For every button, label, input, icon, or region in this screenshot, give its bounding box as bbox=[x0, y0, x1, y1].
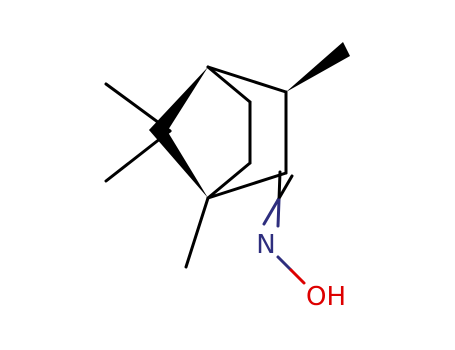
nitrogen-atom-label: N bbox=[256, 230, 275, 260]
wedge-c2-methyl bbox=[286, 42, 350, 92]
bond-cn-double-lower-a bbox=[262, 198, 280, 226]
heteroatom-bonds bbox=[262, 198, 306, 285]
bond-c3-c4 bbox=[206, 171, 288, 200]
bond-c6-c4 bbox=[206, 161, 252, 200]
bond-n-o-lower bbox=[289, 268, 306, 285]
bond-c1-c5 bbox=[206, 65, 252, 104]
wedge-bonds bbox=[149, 42, 350, 198]
bond-cn-double-lower-b bbox=[276, 198, 281, 228]
bond-c1-c2 bbox=[206, 65, 288, 94]
bond-cn-double-upper-b bbox=[277, 170, 282, 202]
bond-c4-methyl bbox=[184, 196, 210, 269]
wedge-c4-c7 bbox=[149, 124, 208, 198]
wedge-c1-c7 bbox=[149, 67, 208, 138]
bond-n-o-upper bbox=[276, 255, 293, 272]
hydroxyl-group-label: OH bbox=[306, 282, 346, 312]
